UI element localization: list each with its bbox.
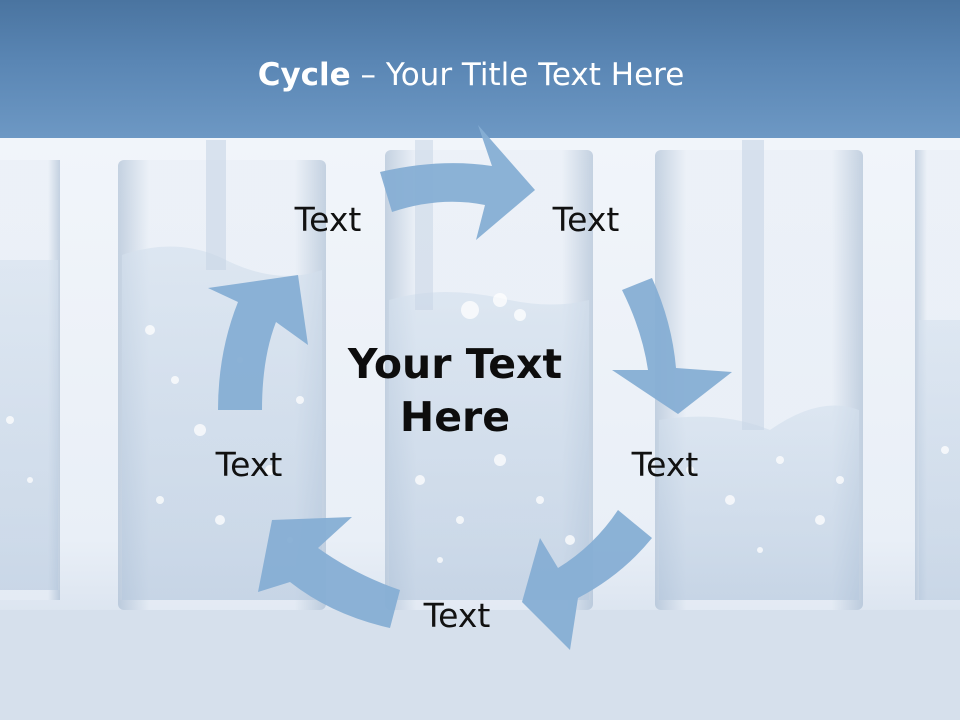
slide-title-bold: Cycle — [257, 57, 351, 93]
arrow-bottom-right — [522, 510, 652, 650]
center-text-line1: Your Text — [347, 340, 563, 388]
arrow-bottom-left — [258, 517, 400, 628]
cycle-label-right: Text — [631, 445, 699, 484]
center-text-line2: Here — [399, 393, 511, 441]
arrow-top — [380, 125, 535, 240]
arrow-right — [612, 278, 732, 414]
cycle-label-top-right: Text — [552, 200, 620, 239]
cycle-label-bottom: Text — [423, 596, 491, 635]
cycle-label-left: Text — [215, 445, 283, 484]
center-text: Your Text Here — [305, 338, 605, 444]
arrow-left — [208, 275, 308, 410]
cycle-label-top-left: Text — [294, 200, 362, 239]
slide-title-rest: – Your Title Text Here — [350, 57, 685, 93]
title-bar — [0, 0, 960, 138]
slide-title: Cycle – Your Title Text Here — [0, 54, 942, 96]
